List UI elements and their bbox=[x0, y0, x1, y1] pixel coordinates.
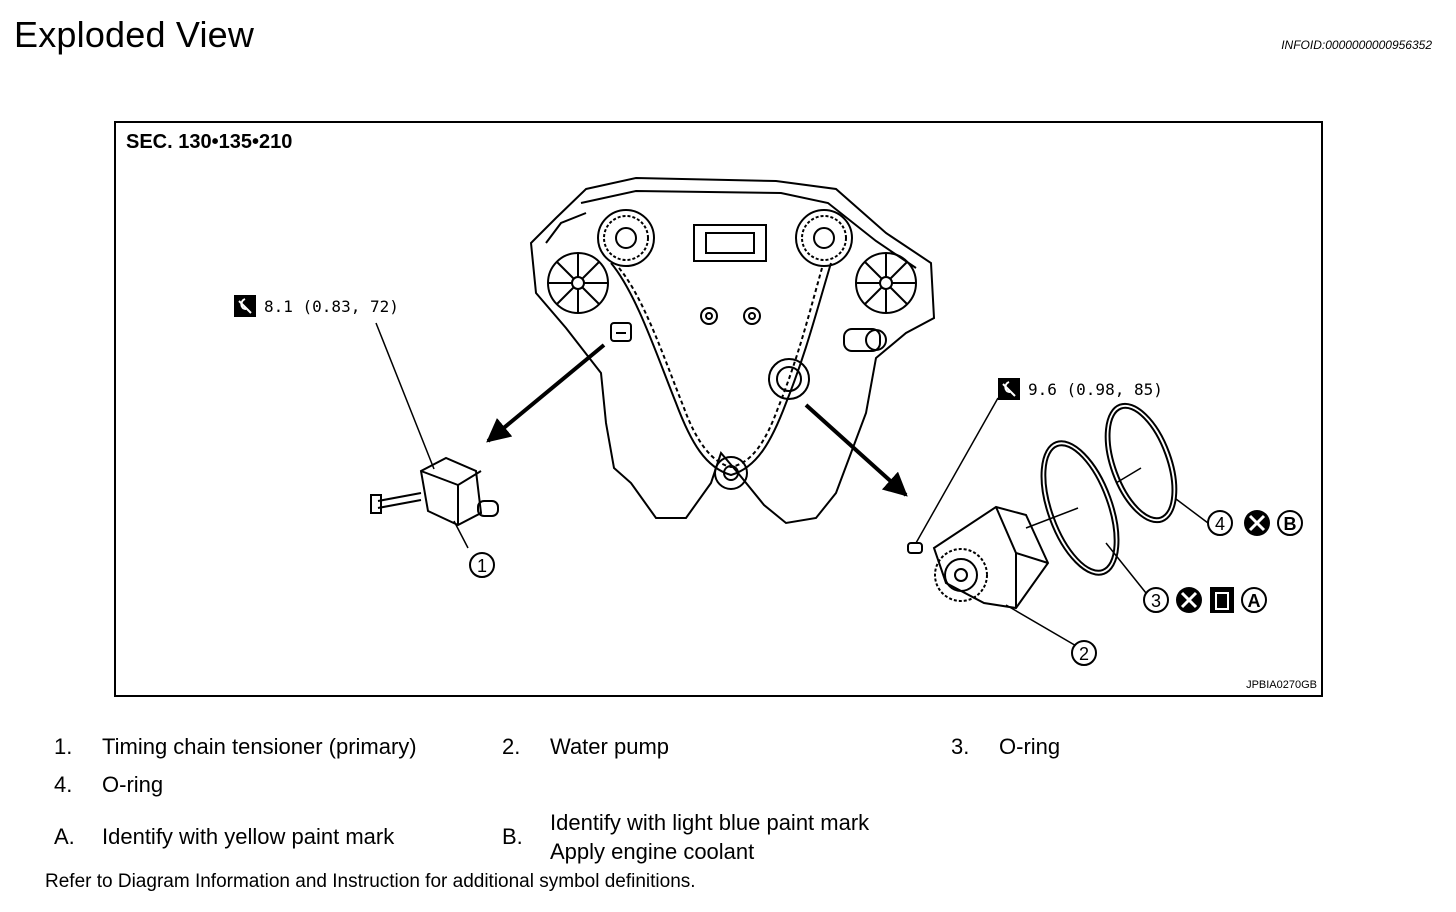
o-ring-3 bbox=[1025, 440, 1147, 594]
info-id: INFOID:0000000000956352 bbox=[1281, 38, 1432, 52]
marker-1: 1 bbox=[469, 552, 495, 578]
note-text-b-line2: Apply engine coolant bbox=[550, 839, 755, 864]
note-letter-b: B. bbox=[502, 824, 523, 849]
torque-value-1: 8.1 (0.83, 72) bbox=[264, 297, 399, 316]
intake-sprocket-left bbox=[547, 252, 609, 314]
legend-num-4: 4. bbox=[54, 772, 73, 797]
tensioner-location-icon bbox=[610, 322, 632, 342]
cover-boss bbox=[843, 328, 887, 352]
arrow-to-tensioner bbox=[486, 343, 606, 443]
page-title: Exploded View bbox=[14, 14, 255, 55]
footnote: Refer to Diagram Information and Instruc… bbox=[45, 871, 696, 892]
figure-id: JPBIA0270GB bbox=[1246, 679, 1317, 691]
intake-sprocket-right bbox=[855, 252, 917, 314]
diagram-frame: SEC. 130•135•210 JPBIA0270GB bbox=[114, 121, 1323, 697]
marker-2-label: 2 bbox=[1079, 644, 1089, 664]
arrow-to-water-pump bbox=[804, 403, 908, 497]
exploded-diagram: 8.1 (0.83, 72) 1 9.6 (0.98, 85) bbox=[234, 176, 1303, 666]
marker-3-label: 3 bbox=[1151, 591, 1161, 611]
note-b-marker: B bbox=[1284, 514, 1297, 534]
marker-2: 2 bbox=[1071, 640, 1097, 666]
note-text-b-line1: Identify with light blue paint mark bbox=[550, 810, 870, 835]
legend-num-2: 2. bbox=[502, 734, 521, 759]
legend-text-1: Timing chain tensioner (primary) bbox=[102, 734, 417, 759]
legend-text-3: O-ring bbox=[999, 734, 1061, 759]
cover-plate bbox=[693, 224, 767, 262]
note-letter-a: A. bbox=[54, 824, 75, 849]
marker-1-label: 1 bbox=[477, 556, 487, 576]
legend-text-2: Water pump bbox=[550, 734, 670, 759]
camshaft-sprocket-right bbox=[795, 209, 853, 267]
marker-4-row: 4 B bbox=[1207, 510, 1303, 536]
note-text-a: Identify with yellow paint mark bbox=[102, 824, 395, 849]
torque-callout-2: 9.6 (0.98, 85) bbox=[915, 378, 1163, 544]
torque-callout-1: 8.1 (0.83, 72) bbox=[234, 295, 435, 470]
timing-chain-tensioner bbox=[370, 456, 499, 549]
camshaft-sprocket-left bbox=[597, 209, 655, 267]
note-a-marker: A bbox=[1248, 591, 1261, 611]
cover-holes bbox=[700, 307, 761, 325]
legend-text-4: O-ring bbox=[102, 772, 164, 797]
marker-3-row: 3 A bbox=[1143, 587, 1267, 613]
crankshaft-sprocket bbox=[714, 456, 748, 490]
o-ring-4 bbox=[1104, 402, 1209, 524]
legend-num-3: 3. bbox=[951, 734, 970, 759]
legend-num-1: 1. bbox=[54, 734, 73, 759]
section-label: SEC. 130•135•210 bbox=[126, 131, 293, 153]
water-pump bbox=[907, 505, 1079, 648]
marker-4-label: 4 bbox=[1215, 514, 1225, 534]
timing-chain bbox=[610, 262, 832, 477]
torque-value-2: 9.6 (0.98, 85) bbox=[1028, 380, 1163, 399]
water-pump-opening bbox=[768, 358, 810, 400]
